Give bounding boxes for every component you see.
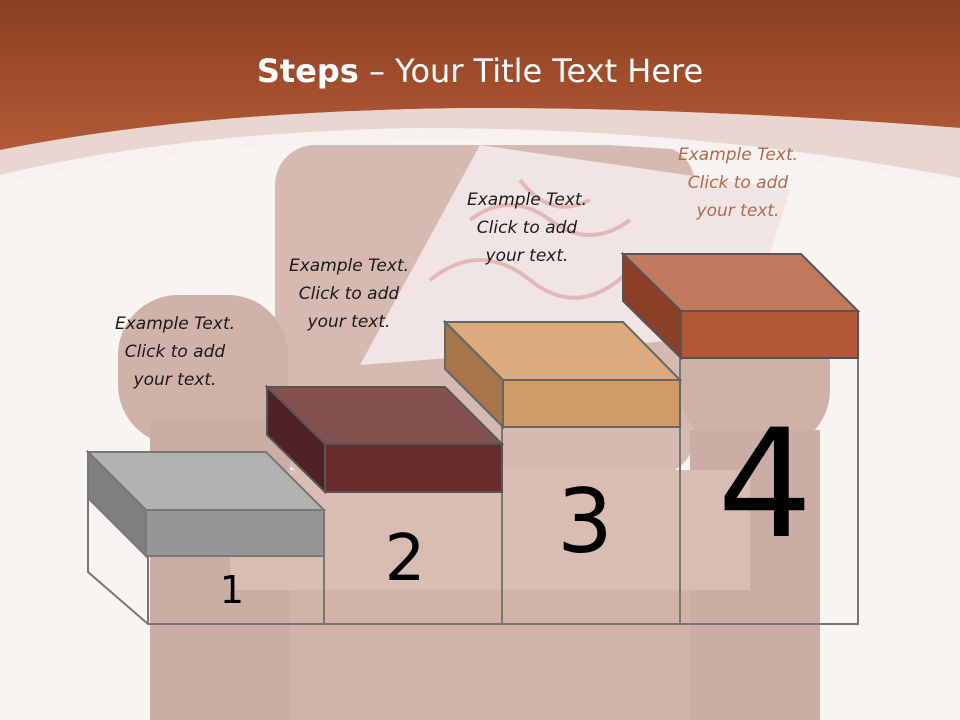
step-3-text-line: Example Text. [466, 190, 588, 210]
step-3-text[interactable]: Example Text. Click to add your text. [447, 186, 607, 270]
step-3-text-line: Click to add [476, 218, 578, 238]
step-1-text[interactable]: Example Text. Click to add your text. [95, 310, 255, 394]
step-2-text[interactable]: Example Text. Click to add your text. [269, 252, 429, 336]
step-3-text-line: your text. [485, 246, 569, 266]
step-4-text-line: Example Text. [677, 145, 799, 165]
title-text: – Your Title Text Here [358, 52, 704, 90]
step-3-block[interactable] [442, 319, 683, 430]
step-2-text-line: Example Text. [288, 256, 410, 276]
header-band [0, 0, 960, 184]
step-1-number: 1 [219, 568, 245, 612]
step-1-block[interactable] [85, 449, 327, 559]
step-2-text-line: your text. [307, 312, 391, 332]
step-2-text-line: Click to add [298, 284, 400, 304]
title-bold: Steps [256, 52, 359, 90]
step-3-number: 3 [557, 470, 613, 573]
step-2-number: 2 [384, 522, 426, 596]
slide-title[interactable]: Steps – Your Title Text Here [0, 52, 960, 90]
step-4-number: 4 [717, 398, 813, 572]
step-1-text-line: Example Text. [114, 314, 236, 334]
step-4-text-line: Click to add [687, 173, 789, 193]
step-4-text[interactable]: Example Text. Click to add your text. [658, 141, 818, 225]
step-1-text-line: your text. [133, 370, 217, 390]
step-2-block[interactable] [264, 384, 505, 495]
step-1-text-line: Click to add [124, 342, 226, 362]
step-4-block[interactable] [620, 251, 861, 361]
step-4-text-line: your text. [696, 201, 780, 221]
